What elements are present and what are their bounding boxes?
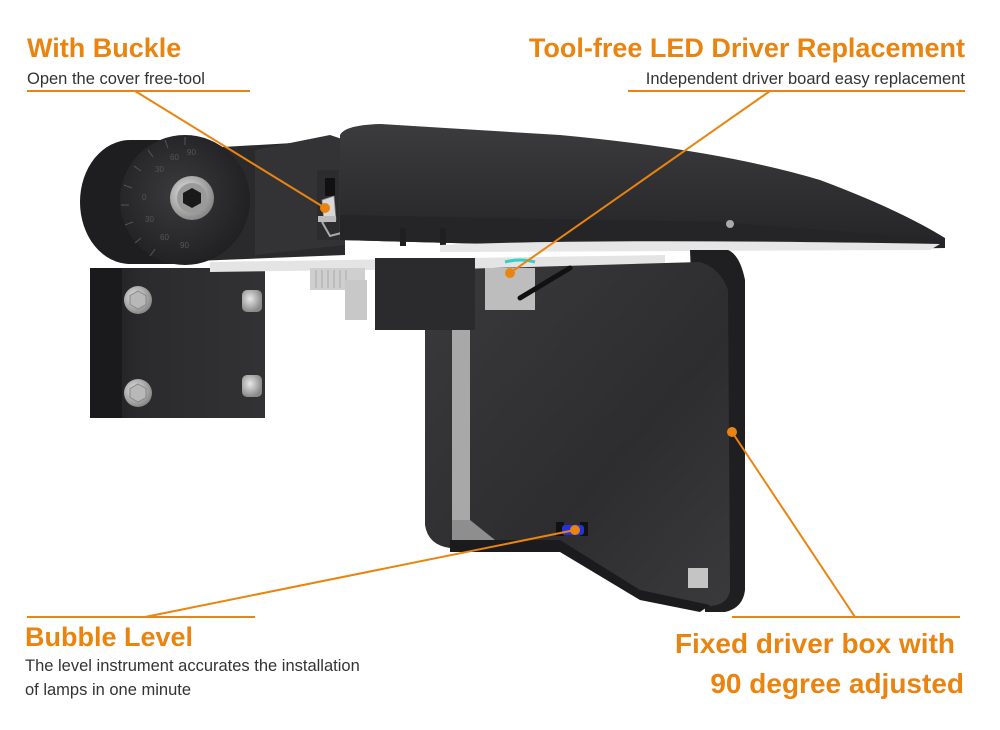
buckle-subtitle: Open the cover free-tool [27,70,205,88]
led-lens-array [440,241,940,252]
side-bolt-icon [242,290,262,312]
bubble-level-title: Bubble Level [25,622,194,652]
dial-label: 30 [145,215,154,224]
bubble-level-subtitle-line1: The level instrument accurates the insta… [25,657,360,675]
hex-bolt-icon [124,286,152,314]
buckle-marker-dot [320,203,330,213]
driver-box-title-line1: Fixed driver box with [674,628,955,659]
dial-label: 0 [142,193,147,202]
buckle-title: With Buckle [27,33,182,63]
bubble-level-subtitle-line2: of lamps in one minute [25,681,192,699]
side-bolt-icon [242,375,262,397]
dial-label: 60 [170,153,179,162]
dial-label: 90 [187,148,196,157]
bubble-marker-dot [570,525,580,535]
bubble-leader [144,529,576,618]
buckle-leader [134,90,326,209]
dial-label: 90 [180,241,189,250]
callout-leader-lines [27,90,965,618]
dial-label: 60 [160,233,169,242]
dial-label: 30 [155,165,164,174]
hex-bolt-icon [124,379,152,407]
pivot-arm: 90 60 30 0 30 60 90 [80,135,345,265]
driver-marker-dot [505,268,515,278]
lamp-housing [340,124,945,252]
driverbox-marker-dot [727,427,737,437]
driver-box-title-line2: 90 degree adjusted [710,668,964,699]
driver-box [375,250,745,612]
driverbox-leader [731,431,856,618]
dial-ticks [121,137,186,257]
mounting-bracket [90,268,265,418]
housing-screw-icon [726,220,734,228]
driver-leader [509,90,771,274]
driver-replacement-subtitle: Independent driver board easy replacemen… [645,70,965,88]
driver-replacement-title: Tool-free LED Driver Replacement [528,33,965,63]
hex-socket-bolt-icon [170,176,214,220]
